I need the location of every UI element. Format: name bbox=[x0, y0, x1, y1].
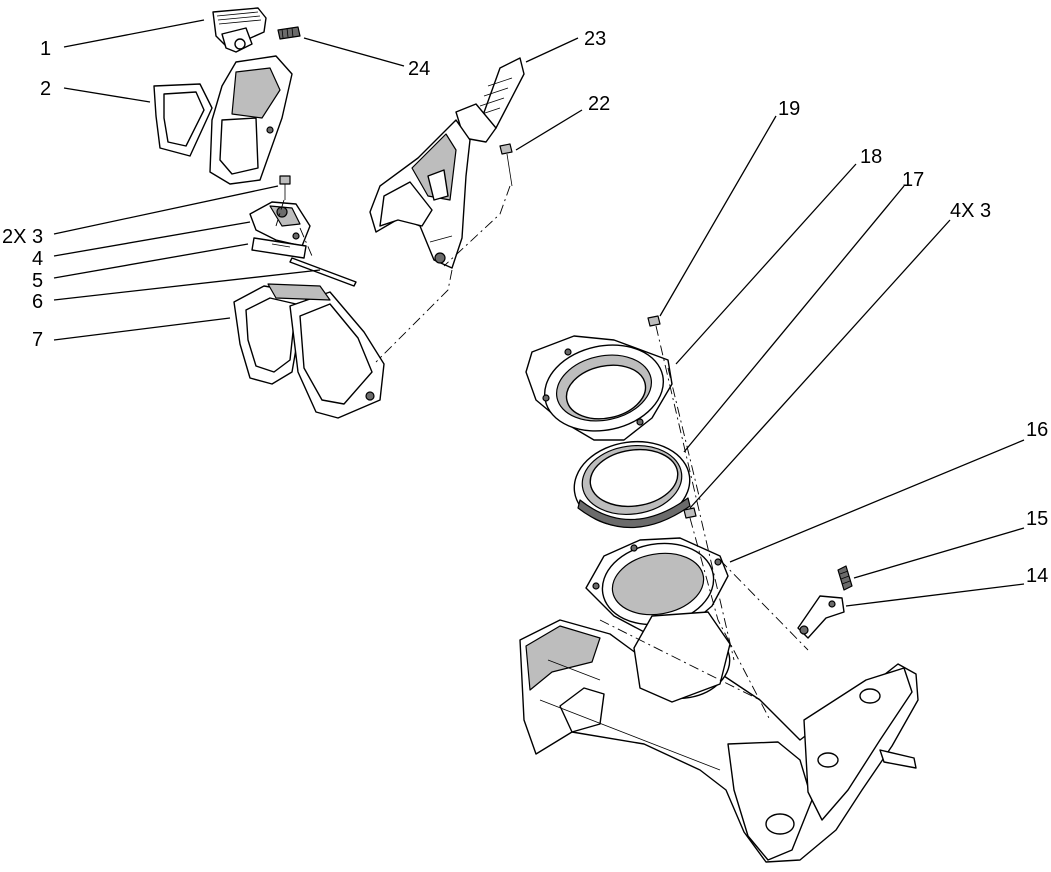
leader-15 bbox=[853, 527, 1025, 579]
part-6-rod bbox=[289, 257, 357, 287]
callout-2: 2 bbox=[40, 78, 51, 100]
alignment-line-chute bbox=[375, 269, 453, 363]
callout-labels: 1 2 2X 3 4 5 6 7 24 23 22 19 18 17 4X 3 … bbox=[2, 28, 1048, 587]
part-22-bolt bbox=[499, 143, 513, 187]
part-3-bolt bbox=[279, 175, 291, 200]
leader-3-left bbox=[53, 185, 279, 235]
leader-5 bbox=[53, 243, 249, 279]
part-5-plate bbox=[251, 237, 307, 259]
callout-15: 15 bbox=[1026, 508, 1048, 530]
callout-23: 23 bbox=[584, 28, 606, 50]
callout-16: 16 bbox=[1026, 419, 1048, 441]
leader-24 bbox=[303, 37, 405, 67]
leader-2 bbox=[63, 87, 151, 103]
alignment-line-3 bbox=[689, 517, 771, 721]
callout-3: 2X 3 bbox=[2, 226, 43, 248]
callout-1: 1 bbox=[40, 38, 51, 60]
leader-17 bbox=[683, 185, 905, 453]
part-3-bolt-right bbox=[683, 507, 697, 519]
part-16-ring-plate bbox=[585, 537, 729, 635]
alignment-line-bolt bbox=[443, 185, 511, 267]
leader-lines bbox=[53, 19, 1025, 607]
callout-22: 22 bbox=[588, 93, 610, 115]
part-19-bolt bbox=[647, 315, 661, 327]
callout-4: 4 bbox=[32, 248, 43, 270]
chute-body bbox=[369, 119, 471, 269]
callout-19: 19 bbox=[778, 98, 800, 120]
part-1-knob bbox=[212, 7, 267, 53]
leader-19 bbox=[659, 115, 777, 317]
leader-7 bbox=[53, 317, 231, 341]
leader-14 bbox=[845, 583, 1025, 607]
leader-16 bbox=[729, 439, 1025, 563]
callout-4x3: 4X 3 bbox=[950, 200, 991, 222]
alignment-line-19 bbox=[655, 325, 735, 661]
alignment-line-16 bbox=[719, 559, 809, 651]
callout-6: 6 bbox=[32, 291, 43, 313]
part-24-spring bbox=[277, 26, 301, 40]
auger-housing bbox=[519, 611, 919, 863]
callout-24: 24 bbox=[408, 58, 430, 80]
callout-17: 17 bbox=[902, 169, 924, 191]
leader-22 bbox=[515, 109, 583, 151]
leader-6 bbox=[53, 269, 321, 301]
alignment-line-bolt-3 bbox=[275, 199, 285, 227]
part-4-bracket bbox=[249, 201, 311, 247]
callout-5: 5 bbox=[32, 270, 43, 292]
part-2-upper-deflector bbox=[153, 55, 293, 185]
part-17-ring-gear bbox=[573, 440, 691, 529]
leader-4 bbox=[53, 221, 251, 257]
part-7-lower-deflector bbox=[233, 283, 385, 419]
part-15-spring bbox=[837, 565, 853, 591]
callout-14: 14 bbox=[1026, 565, 1048, 587]
leader-18 bbox=[675, 163, 857, 365]
part-23-chute-handle bbox=[455, 57, 525, 143]
leader-23 bbox=[525, 37, 579, 63]
leader-1 bbox=[63, 19, 205, 48]
leader-4x3 bbox=[689, 219, 951, 509]
alignment-line-18 bbox=[667, 367, 701, 501]
callout-18: 18 bbox=[860, 146, 882, 168]
callout-7: 7 bbox=[32, 329, 43, 351]
alignment-line-bracket bbox=[299, 227, 313, 257]
part-14-latch bbox=[797, 595, 845, 639]
part-18-bracket-plate bbox=[525, 335, 673, 441]
